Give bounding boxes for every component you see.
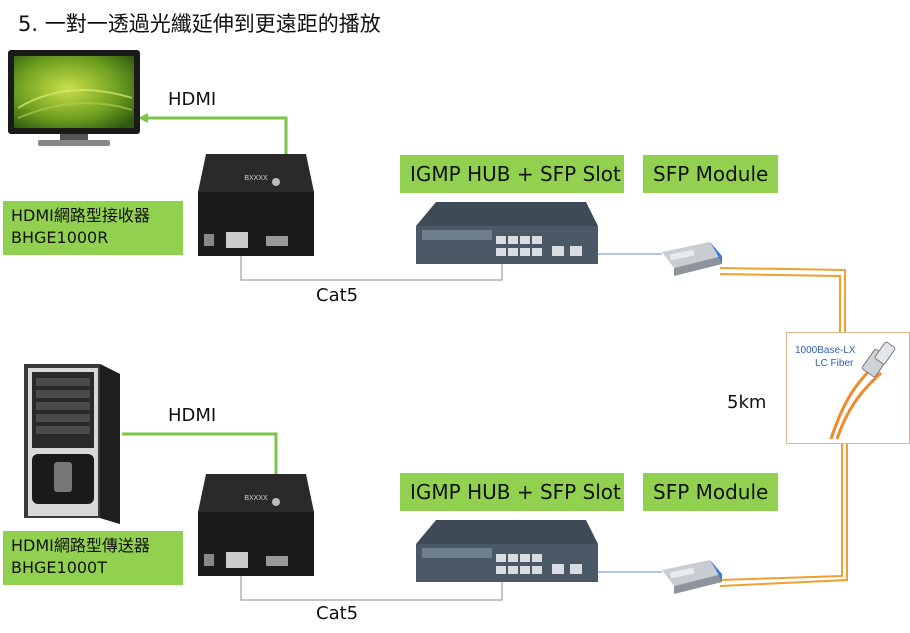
transmitter-model-label: BHGE1000T: [11, 558, 108, 577]
fiber-inset: 1000Base-LX LC Fiber: [786, 332, 910, 444]
network-switch-icon: [416, 202, 598, 264]
transmitter-label-box: HDMI網路型傳送器 BHGE1000T: [3, 531, 183, 585]
sfp-module-icon: [662, 242, 722, 276]
extender-transmitter-icon: BXXXX: [198, 474, 314, 576]
fiber-cable-icon: [829, 341, 896, 440]
top-sfp-label-box: SFP Module: [643, 155, 778, 193]
top-hdmi-arrow: [138, 113, 148, 123]
top-hdmi-label: HDMI: [168, 89, 217, 110]
page-title: 5. 一對一透過光纖延伸到更遠距的播放: [18, 12, 381, 36]
svg-text:BXXXX: BXXXX: [244, 495, 268, 502]
top-sfp-label: SFP Module: [653, 162, 769, 186]
svg-text:BXXXX: BXXXX: [244, 175, 268, 182]
network-switch-icon: [416, 520, 598, 582]
bottom-hdmi-label: HDMI: [168, 405, 217, 426]
sfp-module-icon: [662, 560, 722, 594]
fiber-connector-label: LC Fiber: [815, 358, 854, 369]
transmitter-type-label: HDMI網路型傳送器: [11, 536, 150, 555]
bottom-cat5-label: Cat5: [316, 603, 359, 624]
top-hub-label-box: IGMP HUB + SFP Slot: [400, 155, 624, 193]
bottom-cat5-line: [240, 575, 503, 601]
fiber-cable-lines: [719, 267, 848, 587]
receiver-label-box: HDMI網路型接收器 BHGE1000R: [3, 201, 183, 255]
extender-receiver-icon: BXXXX: [198, 154, 314, 256]
top-hub-label: IGMP HUB + SFP Slot: [410, 162, 621, 186]
bottom-hub-label-box: IGMP HUB + SFP Slot: [400, 473, 624, 511]
monitor-icon: [8, 50, 140, 146]
fiber-type-label: 1000Base-LX: [795, 345, 856, 356]
pc-tower-icon: [24, 364, 120, 524]
top-cat5-line: [240, 255, 503, 281]
receiver-type-label: HDMI網路型接收器: [11, 206, 150, 225]
bottom-hub-label: IGMP HUB + SFP Slot: [410, 480, 621, 504]
top-cat5-label: Cat5: [316, 285, 359, 306]
bottom-sfp-label-box: SFP Module: [643, 473, 778, 511]
receiver-model-label: BHGE1000R: [11, 228, 109, 247]
bottom-sfp-label: SFP Module: [653, 480, 769, 504]
fiber-distance-label: 5km: [727, 392, 767, 413]
